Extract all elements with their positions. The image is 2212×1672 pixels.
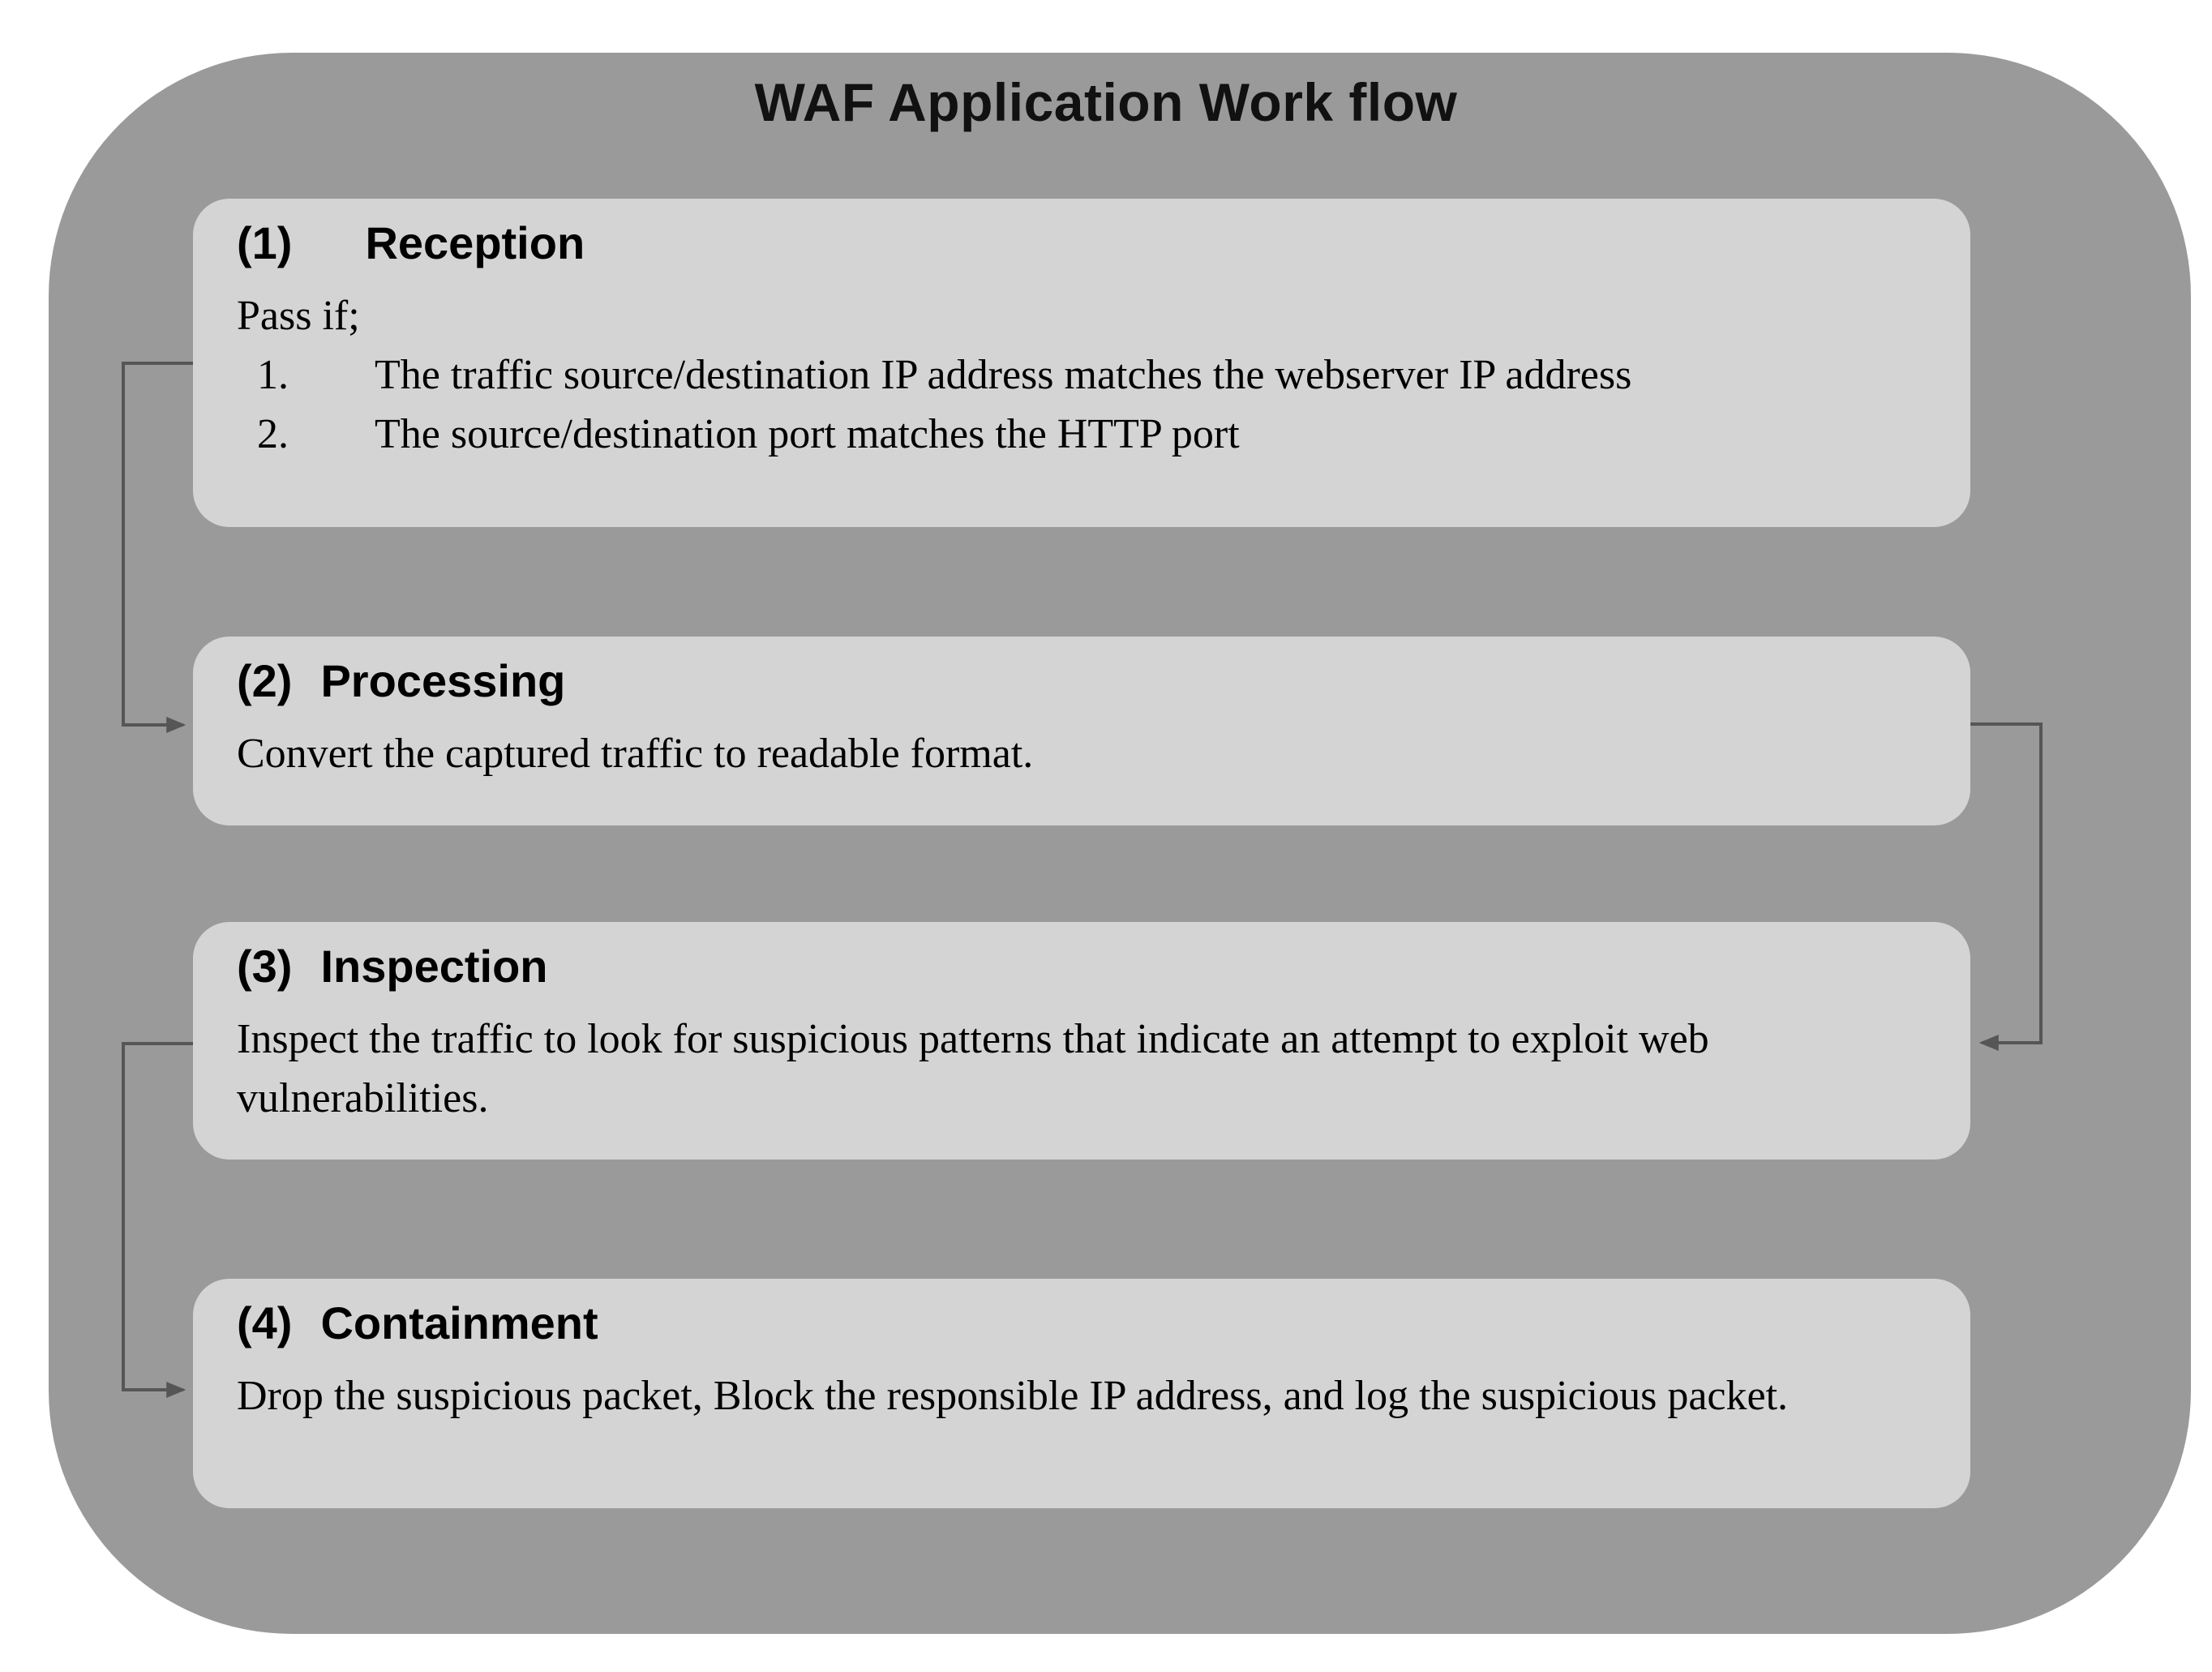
list-item-number: 2.: [257, 411, 289, 457]
step-number: (4): [237, 1297, 293, 1348]
step-body-processing: Convert the captured traffic to readable…: [237, 731, 1034, 777]
list-item: 2. The source/destination port matches t…: [257, 405, 1918, 464]
step-number: (3): [237, 941, 293, 992]
step-heading-processing: (2) Processing: [237, 654, 1918, 708]
step-box-reception: (1) Reception Pass if; 1. The traffic sou…: [193, 199, 1970, 527]
step-title: Inspection: [320, 941, 548, 992]
step-heading-containment: (4) Containment: [237, 1297, 1918, 1350]
step-title: Reception: [365, 217, 585, 268]
list-item: 1. The traffic source/destination IP add…: [257, 345, 1918, 405]
step-title: Processing: [320, 655, 566, 706]
step-body-inspection: Inspect the traffic to look for suspicio…: [237, 1016, 1709, 1121]
reception-intro: Pass if;: [237, 293, 360, 339]
step-number: (2): [237, 655, 293, 706]
diagram-title: WAF Application Work flow: [754, 72, 1458, 132]
list-item-text: The source/destination port matches the …: [375, 411, 1240, 457]
step-box-inspection: (3) Inspection Inspect the traffic to loo…: [193, 922, 1970, 1160]
list-item-number: 1.: [257, 352, 289, 398]
step-body-containment: Drop the suspicious packet, Block the re…: [237, 1373, 1789, 1419]
step-title: Containment: [320, 1297, 598, 1348]
list-item-text: The traffic source/destination IP addres…: [375, 352, 1632, 398]
step-box-containment: (4) Containment Drop the suspicious packe…: [193, 1279, 1970, 1508]
step-number: (1): [237, 217, 293, 268]
step-heading-inspection: (3) Inspection: [237, 940, 1918, 993]
step-heading-reception: (1) Reception: [237, 217, 1918, 270]
step-body-reception: Pass if; 1. The traffic source/destinati…: [237, 286, 1918, 464]
step-box-processing: (2) Processing Convert the captured traff…: [193, 637, 1970, 825]
